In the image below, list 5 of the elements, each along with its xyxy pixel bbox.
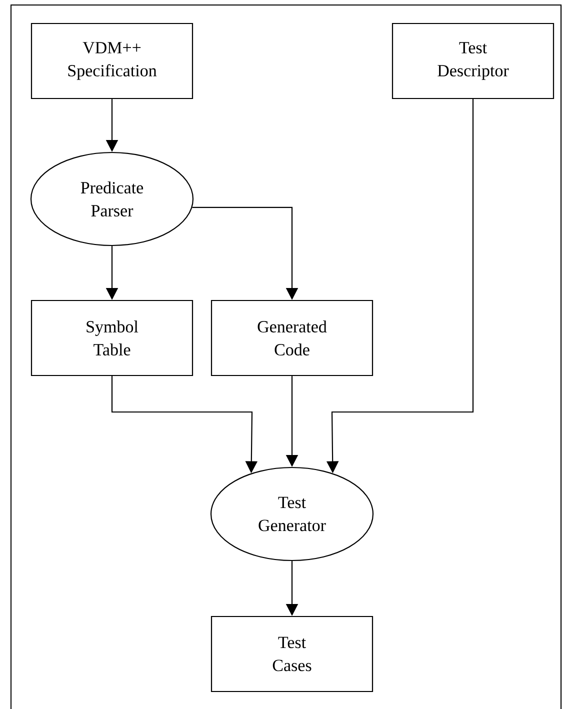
- process-box: Generated Code: [210, 300, 374, 376]
- process-box: Test Descriptor: [392, 22, 554, 100]
- process-box: VDM++ Specification: [30, 22, 194, 100]
- process-box: Test Cases: [210, 616, 374, 692]
- process-box: Symbol Table: [30, 300, 194, 376]
